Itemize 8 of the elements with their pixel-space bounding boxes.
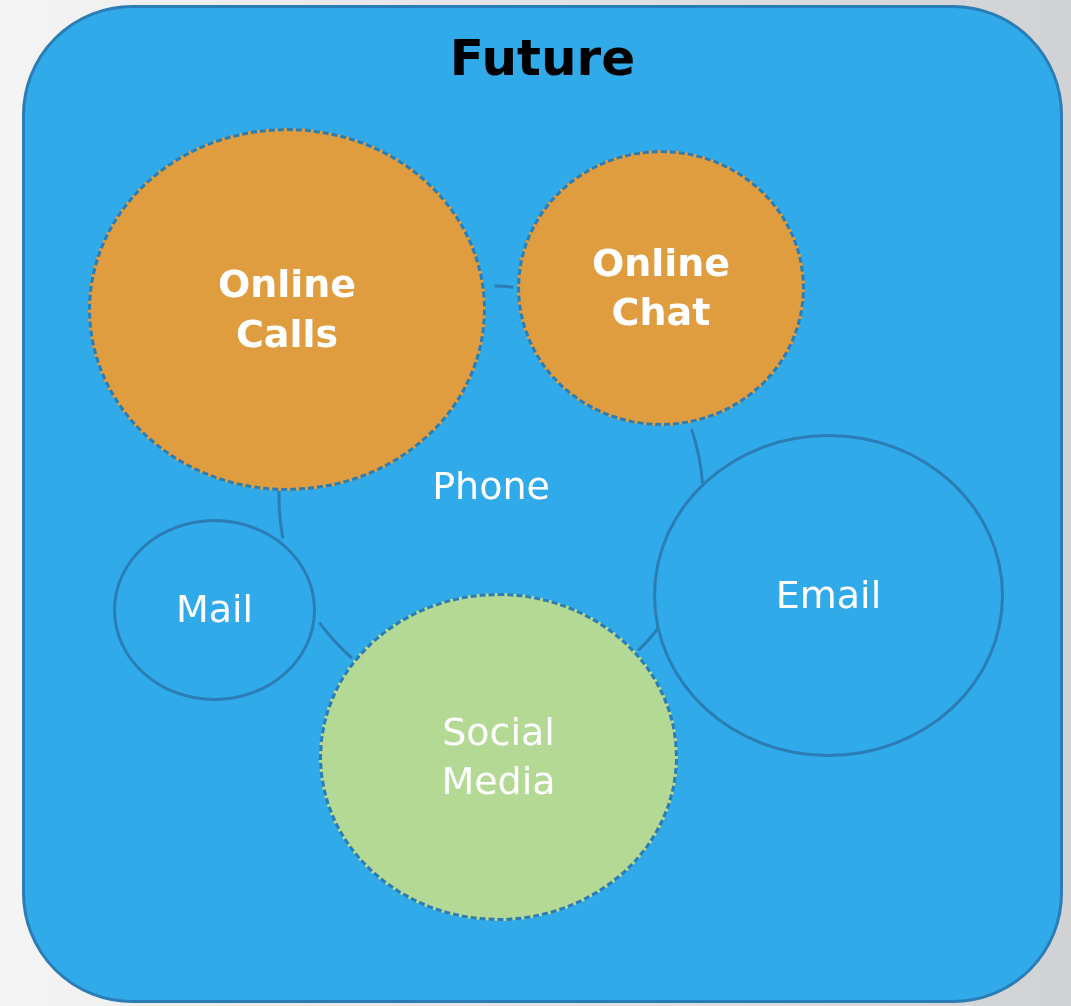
- rounded-panel: [22, 5, 1063, 1003]
- circle-label: Social Media: [440, 708, 557, 805]
- circle-label: Online Chat: [590, 239, 732, 336]
- circle-label: Email: [775, 571, 882, 619]
- circle-label: Mail: [175, 586, 254, 634]
- circle-label: Online Calls: [216, 261, 358, 358]
- circle-label: Phone: [432, 463, 550, 510]
- panel-title: Future: [448, 28, 637, 89]
